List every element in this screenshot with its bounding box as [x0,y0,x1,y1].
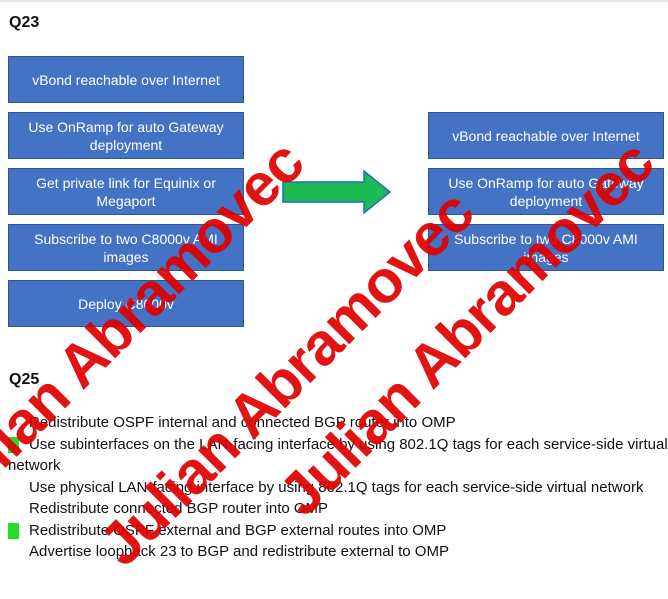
answer-option-1[interactable]: Redistribute OSPF internal and connected… [29,414,456,431]
answer-list: Redistribute OSPF internal and connected… [0,412,668,563]
answer-box-2[interactable]: Use OnRamp for auto Gateway deployment [428,168,664,215]
selected-marker [8,436,19,453]
answer-option-3[interactable]: Use physical LAN-facing interface by usi… [29,478,644,496]
top-border [0,0,668,2]
question-title-q25: Q25 [9,371,40,388]
question-title-q23: Q23 [9,14,40,31]
option-box-3[interactable]: Get private link for Equinix or Megaport [8,168,244,215]
answer-box-1[interactable]: vBond reachable over Internet [428,112,664,159]
answer-option-6[interactable]: Advertise loopback 23 to BGP and redistr… [29,543,449,560]
option-box-5[interactable]: Deploy C8000v [8,280,244,327]
selected-marker [8,522,19,539]
right-arrow-icon [282,170,392,214]
answer-option-2[interactable]: Use subinterfaces on the LAN-facing inte… [8,435,668,474]
option-box-1[interactable]: vBond reachable over Internet [8,56,244,103]
answer-option-5[interactable]: Redistribute OSPF external and BGP exter… [0,520,668,542]
answer-box-3[interactable]: Subscribe to two C8000v AMI images [428,224,664,271]
option-box-4[interactable]: Subscribe to two C8000v AMI images [8,224,244,271]
answer-option-4[interactable]: Redistribute connected BGP router into O… [29,500,329,517]
option-box-2[interactable]: Use OnRamp for auto Gateway deployment [8,112,244,159]
